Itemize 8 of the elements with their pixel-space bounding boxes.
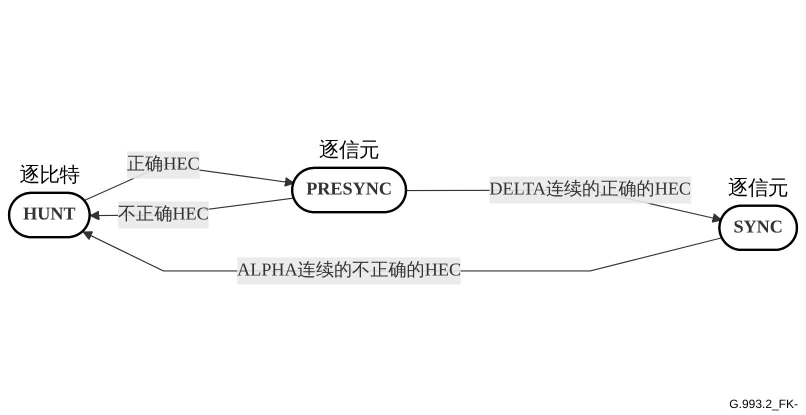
edge-label: ALPHA连续的不正确的HEC <box>237 260 462 280</box>
node-caption: 逐信元 <box>319 139 380 162</box>
edge-label: 正确HEC <box>127 154 200 174</box>
edge-label: 不正确HEC <box>118 204 209 224</box>
node-caption: 逐信元 <box>728 177 788 199</box>
node-caption: 逐比特 <box>19 164 80 186</box>
edge-label: DELTA连续的正确的HEC <box>489 180 692 199</box>
figure-code: G.993.2_FK- <box>729 397 798 411</box>
